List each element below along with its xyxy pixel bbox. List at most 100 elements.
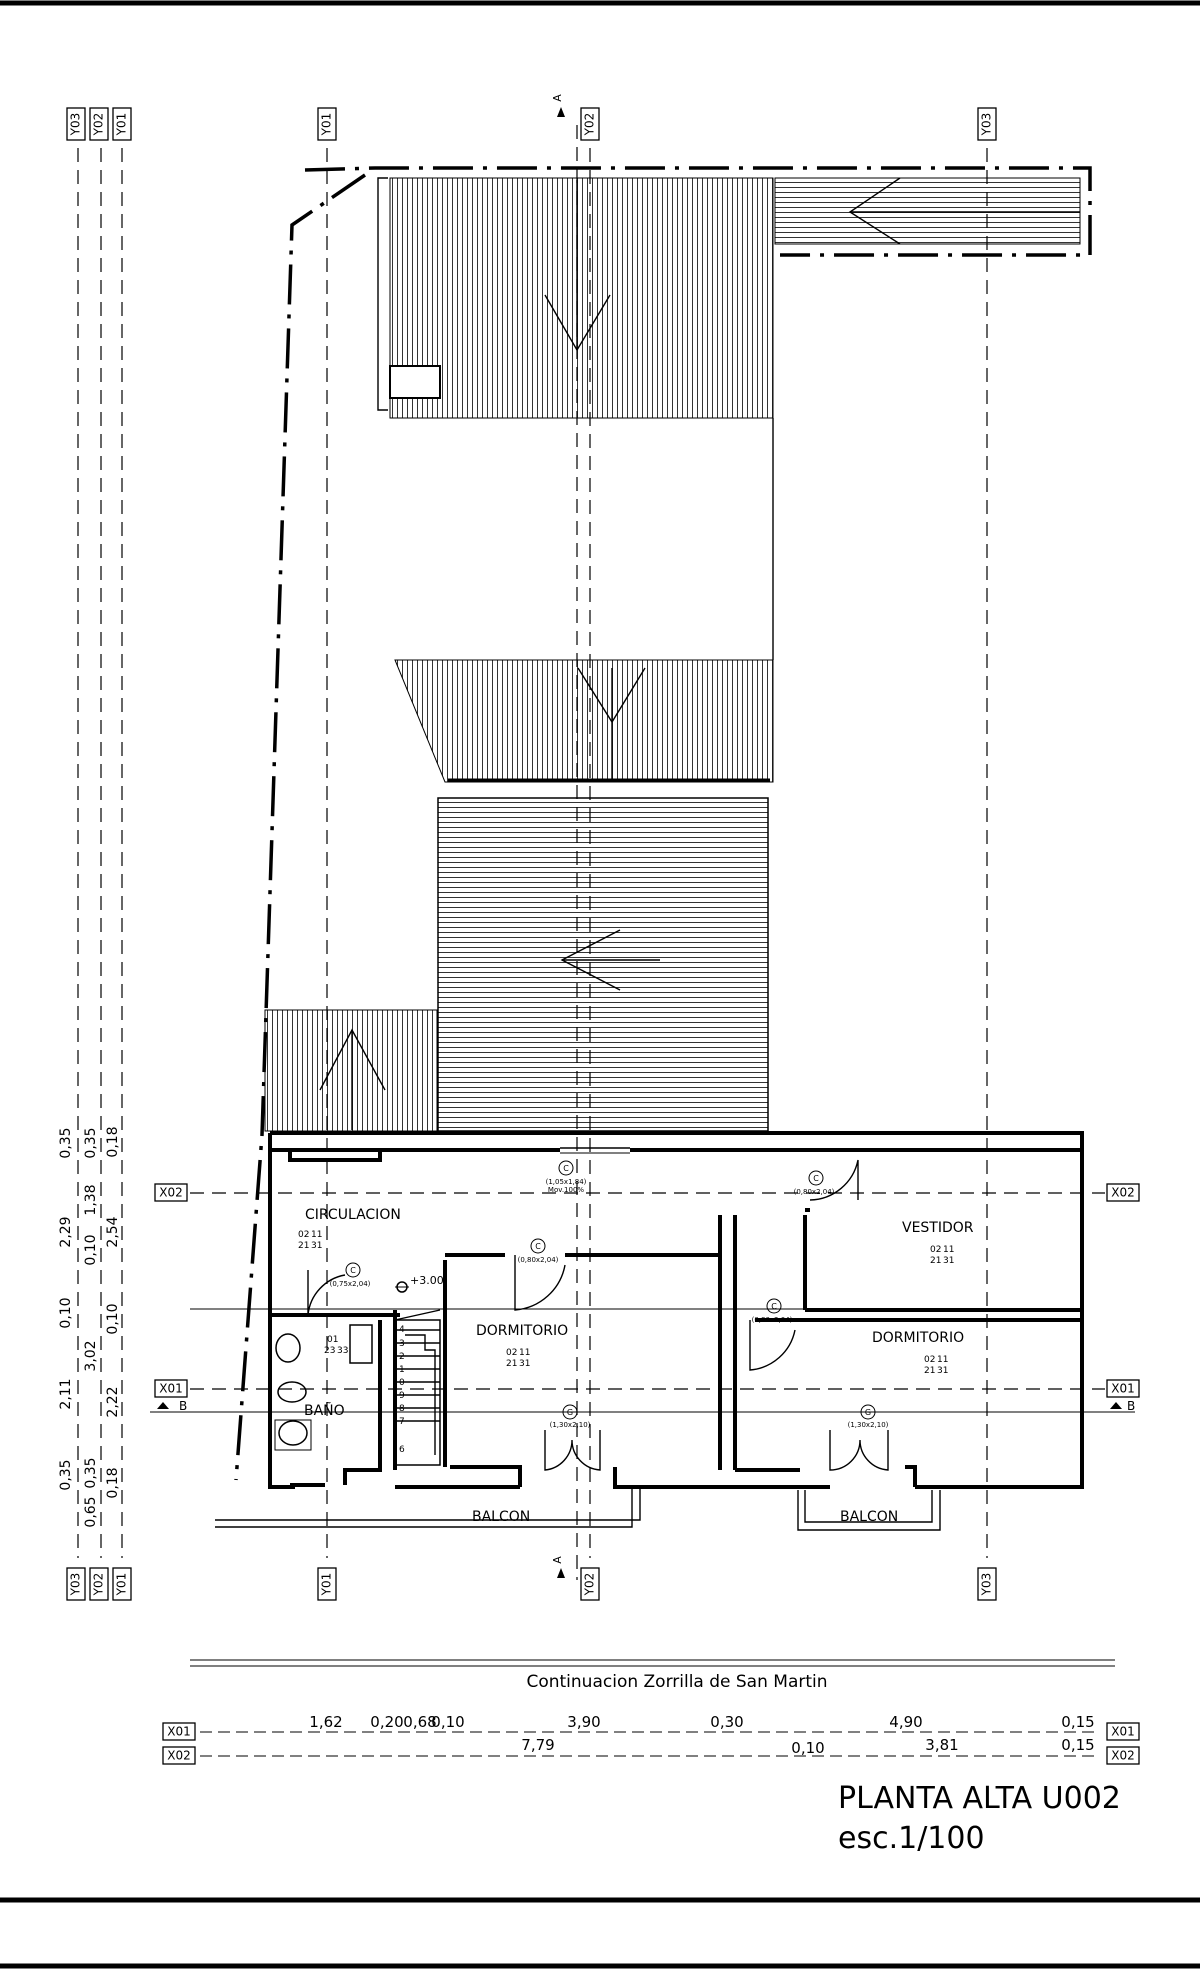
svg-text:7: 7: [399, 1417, 405, 1427]
svg-text:X02: X02: [167, 1749, 191, 1763]
svg-text:0: 0: [399, 1378, 405, 1388]
svg-text:0,18: 0,18: [105, 1467, 121, 1498]
svg-text:02: 02: [930, 1245, 941, 1255]
stair-numbers: 4 3 2 1 0 9 8 7 6: [399, 1325, 405, 1455]
axis-tag-x01-right: X01: [1111, 1382, 1135, 1396]
svg-text:G: G: [567, 1408, 573, 1417]
axis-tag-x02-right: X02: [1111, 1186, 1135, 1200]
axis-tag-y02-bottom-b: Y02: [583, 1573, 597, 1597]
svg-text:X01: X01: [167, 1725, 191, 1739]
svg-text:3,81: 3,81: [925, 1736, 958, 1754]
left-dimensions: 0,35 2,29 0,10 2,11 0,35 0,65 0,35 1,38 …: [58, 1126, 121, 1527]
svg-text:21: 21: [924, 1366, 935, 1376]
svg-text:7,79: 7,79: [521, 1736, 554, 1754]
axis-tag-y02-top: Y02: [92, 113, 106, 137]
svg-text:0,18: 0,18: [105, 1126, 121, 1157]
svg-text:21: 21: [298, 1241, 309, 1251]
svg-text:0,35: 0,35: [58, 1127, 74, 1158]
svg-text:0,15: 0,15: [1061, 1736, 1094, 1754]
section-mark-b-left: B: [179, 1399, 187, 1413]
drawing-title: PLANTA ALTA U002 esc.1/100: [838, 1781, 1121, 1856]
room-circulacion: CIRCULACION: [305, 1207, 401, 1223]
svg-text:0,30: 0,30: [710, 1713, 743, 1731]
svg-text:0,10: 0,10: [791, 1739, 824, 1757]
svg-text:31: 31: [943, 1256, 954, 1266]
svg-text:4: 4: [399, 1325, 405, 1335]
room-vestidor: VESTIDOR: [902, 1220, 974, 1236]
street-name: Continuacion Zorrilla de San Martin: [526, 1672, 827, 1692]
svg-text:C: C: [350, 1266, 356, 1275]
svg-text:2,29: 2,29: [58, 1216, 74, 1247]
svg-text:2: 2: [399, 1352, 405, 1362]
svg-text:11: 11: [311, 1230, 322, 1240]
svg-text:(1,30x2,10): (1,30x2,10): [550, 1421, 591, 1429]
floor-walls: [190, 1131, 1084, 1531]
svg-text:02: 02: [298, 1230, 309, 1240]
room-dormitorio-2: DORMITORIO: [872, 1330, 964, 1346]
svg-text:31: 31: [937, 1366, 948, 1376]
svg-text:0,10: 0,10: [431, 1713, 464, 1731]
room-balcon-1: BALCON: [472, 1509, 530, 1525]
axis-tag-y02-bottom: Y02: [92, 1573, 106, 1597]
axis-tag-y02-top-b: Y02: [583, 113, 597, 137]
axis-tag-y01-top: Y01: [115, 113, 129, 137]
svg-text:1,38: 1,38: [83, 1184, 99, 1215]
axis-tag-x01-left: X01: [159, 1382, 183, 1396]
svg-text:(0,75x2,04): (0,75x2,04): [330, 1280, 371, 1288]
svg-text:0,68: 0,68: [403, 1713, 436, 1731]
svg-text:4,90: 4,90: [889, 1713, 922, 1731]
svg-text:9: 9: [399, 1391, 405, 1401]
svg-text:(0,80x2,04): (0,80x2,04): [752, 1316, 793, 1324]
axis-tag-y01-top-b: Y01: [320, 113, 334, 137]
svg-text:1,62: 1,62: [309, 1713, 342, 1731]
svg-text:X02: X02: [1111, 1749, 1135, 1763]
svg-text:6: 6: [399, 1445, 405, 1455]
level-mark: +3.00: [410, 1274, 444, 1287]
svg-text:Mov.100%: Mov.100%: [548, 1186, 585, 1194]
plan-title: PLANTA ALTA U002: [838, 1781, 1121, 1816]
axis-tag-x02-left: X02: [159, 1186, 183, 1200]
section-mark-b-right: B: [1127, 1399, 1135, 1413]
svg-text:3,02: 3,02: [83, 1340, 99, 1371]
svg-text:1: 1: [399, 1365, 405, 1375]
svg-text:01: 01: [327, 1335, 338, 1345]
axis-tag-y01-bottom-b: Y01: [320, 1573, 334, 1597]
svg-text:C: C: [771, 1302, 777, 1311]
svg-text:C: C: [535, 1242, 541, 1251]
svg-text:2,22: 2,22: [105, 1386, 121, 1417]
svg-text:0,35: 0,35: [83, 1127, 99, 1158]
svg-text:3,90: 3,90: [567, 1713, 600, 1731]
svg-text:02: 02: [924, 1355, 935, 1365]
svg-text:11: 11: [943, 1245, 954, 1255]
svg-text:C: C: [563, 1164, 569, 1173]
axis-tag-y03-bottom-b: Y03: [980, 1573, 994, 1597]
street-label: Continuacion Zorrilla de San Martin: [190, 1659, 1115, 1692]
svg-text:02: 02: [506, 1348, 517, 1358]
svg-text:11: 11: [519, 1348, 530, 1358]
svg-text:33: 33: [337, 1346, 348, 1356]
section-mark-a-bottom: A: [551, 1556, 564, 1564]
svg-text:11: 11: [937, 1355, 948, 1365]
grid-tags-top: Y03 Y02 Y01 Y01 Y02 Y03 A: [66, 94, 997, 141]
svg-text:(1,05x1,84): (1,05x1,84): [546, 1178, 587, 1186]
axis-tag-y03-top-b: Y03: [980, 113, 994, 137]
plan-scale: esc.1/100: [838, 1821, 985, 1856]
svg-text:0,65: 0,65: [83, 1496, 99, 1527]
svg-text:21: 21: [506, 1359, 517, 1369]
svg-text:(1,30x2,10): (1,30x2,10): [848, 1421, 889, 1429]
svg-text:0,10: 0,10: [58, 1297, 74, 1328]
svg-text:C: C: [813, 1174, 819, 1183]
x-axis-tags: X02 X02 X01 X01 B B: [154, 1183, 1140, 1413]
svg-text:31: 31: [311, 1241, 322, 1251]
svg-text:(0,80x2,04): (0,80x2,04): [794, 1188, 835, 1196]
grid-tags-bottom: Y03 Y02 Y01 Y01 Y02 Y03 A: [66, 1556, 997, 1601]
svg-text:0,20: 0,20: [370, 1713, 403, 1731]
svg-text:21: 21: [930, 1256, 941, 1266]
opening-tags: C (1,05x1,84) Mov.100% C (0,80x2,04) C (…: [330, 1160, 889, 1429]
bottom-dimensions: X01 X02 X01 X02 1,62 0,20 0,68 0,10 3,90…: [162, 1713, 1140, 1765]
room-labels: CIRCULACION 02 11 21 31 DORMITORIO 02 11…: [298, 1207, 974, 1525]
axis-tag-y03-top: Y03: [69, 113, 83, 137]
svg-text:31: 31: [519, 1359, 530, 1369]
svg-text:0,10: 0,10: [105, 1303, 121, 1334]
